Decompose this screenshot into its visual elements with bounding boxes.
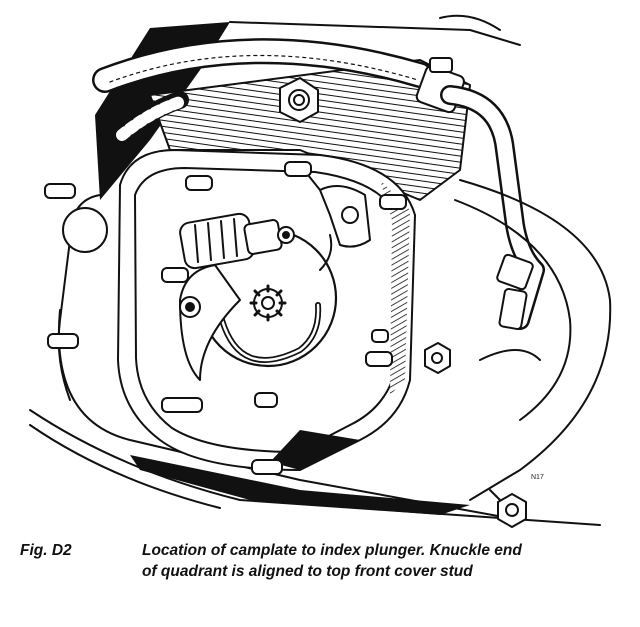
engine-illustration <box>29 14 612 528</box>
selector-gear <box>249 284 287 322</box>
top-hex-nut <box>279 77 319 123</box>
index-plunger <box>179 212 295 270</box>
quadrant <box>179 264 241 381</box>
drawing-reference-tag: N17 <box>531 474 544 481</box>
figure-number: Fig. D2 <box>20 542 72 559</box>
caption-text: Location of camplate to index plunger. K… <box>142 540 630 582</box>
base-shadow <box>130 455 470 515</box>
side-hex-nut <box>424 342 451 374</box>
bottom-hex-nut <box>497 493 527 528</box>
engine-line-drawing <box>29 14 612 528</box>
cover-studs <box>44 161 407 475</box>
gasket-shading <box>380 180 410 395</box>
caption-line-1: Location of camplate to index plunger. K… <box>142 542 522 559</box>
caption-line-2: of quadrant is aligned to top front cove… <box>142 563 473 580</box>
figure-caption: Fig. D2 Location of camplate to index pl… <box>20 540 630 600</box>
